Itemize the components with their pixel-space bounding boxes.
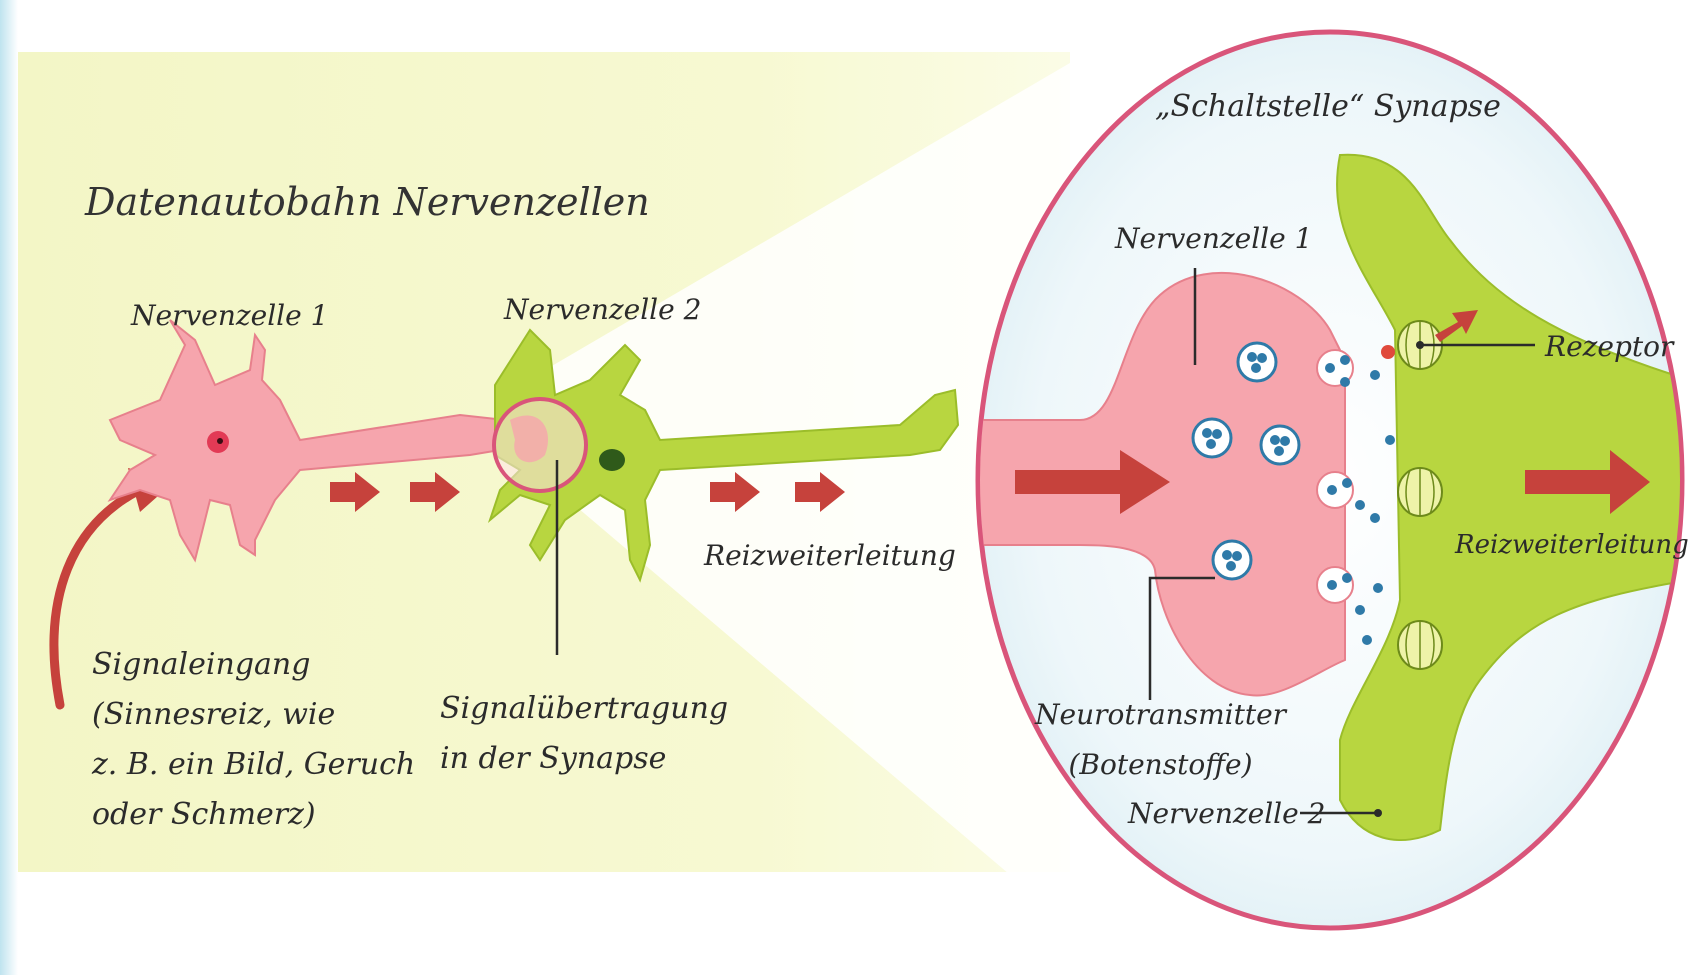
label-signal-transfer: Signalübertragung in der Synapse bbox=[440, 684, 728, 784]
label-inset-neuron-1: Nervenzelle 1 bbox=[1115, 225, 1312, 253]
signal-transfer-line-1: Signalübertragung bbox=[440, 684, 728, 734]
left-edge-tint bbox=[0, 0, 18, 975]
signal-input-line-4: oder Schmerz) bbox=[92, 790, 415, 840]
signal-input-line-3: z. B. ein Bild, Geruch bbox=[92, 740, 415, 790]
label-inset-propagation: Reizweiterleitung bbox=[1455, 532, 1689, 558]
synapse-inset bbox=[975, 32, 1690, 928]
signal-input-line-2: (Sinnesreiz, wie bbox=[92, 690, 415, 740]
neuron-2-nucleus bbox=[599, 449, 625, 471]
label-signal-input: Signaleingang (Sinnesreiz, wie z. B. ein… bbox=[92, 640, 415, 840]
label-inset-neuron-2: Nervenzelle 2 bbox=[1128, 800, 1325, 828]
signal-transfer-line-2: in der Synapse bbox=[440, 734, 728, 784]
label-propagation: Reizweiterleitung bbox=[704, 542, 956, 570]
label-receptor: Rezeptor bbox=[1545, 333, 1673, 361]
label-neuron-1: Nervenzelle 1 bbox=[131, 302, 328, 330]
diagram-title: Datenautobahn Nervenzellen bbox=[85, 183, 650, 221]
label-neurotransmitter: Neurotransmitter (Botenstoffe) bbox=[1035, 690, 1286, 790]
label-neuron-2: Nervenzelle 2 bbox=[504, 296, 701, 324]
neurotransmitter-line-2: (Botenstoffe) bbox=[1035, 740, 1286, 790]
signal-input-line-1: Signaleingang bbox=[92, 640, 415, 690]
neurotransmitter-line-1: Neurotransmitter bbox=[1035, 690, 1286, 740]
inset-title: „Schaltstelle“ Synapse bbox=[1155, 92, 1501, 122]
